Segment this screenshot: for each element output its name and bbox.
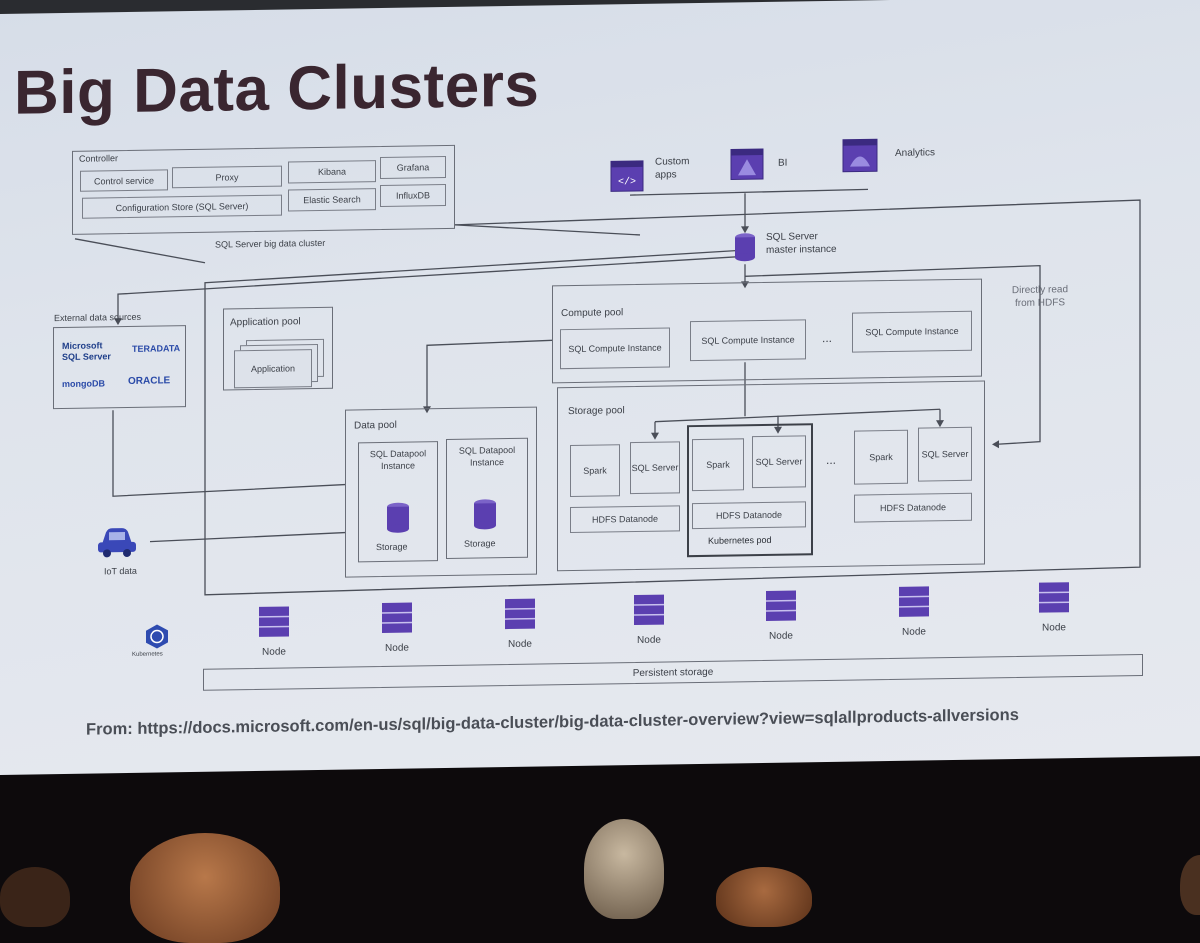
kubernetes-label: Kubernetes [132,651,163,657]
analytics-icon [842,138,878,178]
node-4: Node [619,593,679,646]
database-icon [734,232,756,267]
grafana: Grafana [380,156,446,179]
datapool-instance-1-label: SQL Datapool Instance [360,447,436,472]
kubernetes-icon [144,623,170,654]
audience-area [0,775,1200,899]
control-service: Control service [80,169,168,191]
node-2: Node [367,601,427,654]
oracle-logo: ORACLE [128,375,170,387]
storage-db-icon-2 [473,498,497,535]
mssql-logo: Microsoft SQL Server [62,340,114,363]
bi-label: BI [778,158,787,169]
master-instance-label: SQL Server master instance [766,230,837,257]
node-label: Node [619,634,679,646]
hdfs-datanode-2: HDFS Datanode [692,501,806,529]
spark-1: Spark [570,444,620,497]
elastic-search: Elastic Search [288,188,376,211]
data-pool-label: Data pool [354,420,397,432]
master-line2: master instance [766,243,837,257]
node-label: Node [884,626,944,638]
compute-pool-label: Compute pool [561,307,623,319]
node-5: Node [751,589,811,642]
server-icon [504,598,536,631]
storage-label-2: Storage [464,538,496,548]
server-icon [1038,581,1070,614]
server-icon [633,594,665,627]
storage-label-1: Storage [376,542,408,552]
svg-text:</>: </> [618,176,636,188]
application-item: Application [234,349,312,388]
kibana: Kibana [288,160,376,183]
datapool-instance-2-label: SQL Datapool Instance [448,444,526,469]
custom-apps-label: Custom apps [655,155,705,182]
node-3: Node [490,597,550,650]
node-1: Node [244,605,304,658]
node-label: Node [244,646,304,658]
sql-compute-instance-3: SQL Compute Instance [852,311,972,353]
storage-db-icon-1 [386,502,410,539]
spark-3: Spark [854,430,908,485]
node-label: Node [490,638,550,650]
sql-server-2: SQL Server [752,435,806,488]
teradata-logo: TERADATA [132,343,180,354]
node-label: Node [1024,622,1084,634]
master-line1: SQL Server [766,230,837,244]
sql-compute-instance-1: SQL Compute Instance [560,327,670,369]
node-label: Node [751,630,811,642]
audience-head [130,833,280,943]
cluster-label: SQL Server big data cluster [215,238,325,250]
controller-label: Controller [79,153,118,164]
external-label: External data sources [54,312,141,323]
hdfs-datanode-3: HDFS Datanode [854,493,972,523]
code-window-icon: </> [610,160,644,198]
node-label: Node [367,642,427,654]
audience-head [584,819,664,919]
audience-head [716,867,812,927]
sql-compute-instance-2: SQL Compute Instance [690,319,806,361]
kubernetes-pod-label: Kubernetes pod [708,535,772,546]
direct-read-label: Directly read from HDFS [1006,283,1074,310]
iot-label: IoT data [104,566,137,577]
node-7: Node [1024,581,1084,634]
sql-server-1: SQL Server [630,441,680,494]
car-icon [96,524,138,564]
audience-head [0,867,70,927]
storage-ellipsis: ... [826,453,836,467]
node-6: Node [884,585,944,638]
presentation-slide: Big Data Clusters [0,0,1200,775]
application-pool-label: Application pool [230,316,301,328]
audience-head [1180,855,1200,915]
compute-ellipsis: ... [822,331,832,345]
hdfs-datanode-1: HDFS Datanode [570,505,680,533]
external-sources-box [53,325,186,409]
bi-chart-icon [730,148,764,186]
sql-server-3: SQL Server [918,427,972,482]
influxdb: InfluxDB [380,184,446,207]
server-icon [898,585,930,618]
analytics-label: Analytics [895,147,935,159]
proxy: Proxy [172,166,282,189]
mongodb-logo: mongoDB [62,378,105,389]
storage-pool-label: Storage pool [568,405,625,417]
server-icon [765,589,797,622]
configuration-store: Configuration Store (SQL Server) [82,195,282,219]
spark-2: Spark [692,438,744,491]
server-icon [258,605,290,638]
server-icon [381,602,413,635]
